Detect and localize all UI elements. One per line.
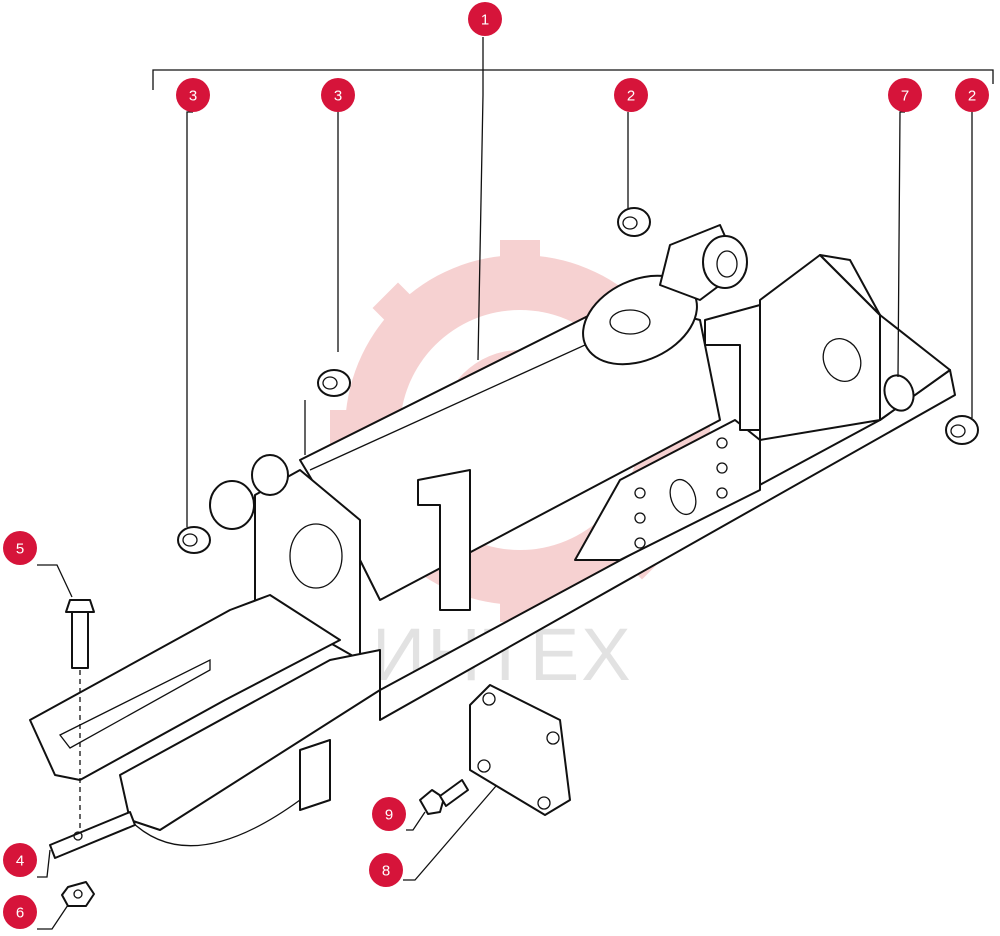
- callout-9-marker: 9: [372, 797, 406, 831]
- callout-label: 1: [481, 12, 489, 29]
- callout-label: 7: [901, 88, 909, 105]
- callout-3-marker: 3: [176, 78, 210, 112]
- callout-label: 2: [968, 88, 976, 105]
- callout-1-marker: 1: [468, 2, 502, 36]
- bolt-part-9: [419, 779, 469, 815]
- callout-label: 2: [627, 88, 635, 105]
- callout-circle: [955, 78, 989, 112]
- assembly-bracket: [152, 69, 994, 90]
- callout-circle: [3, 843, 37, 877]
- nut-part-6: [61, 881, 95, 907]
- main-frame: [209, 224, 956, 721]
- callout-label: 5: [16, 541, 24, 558]
- callout-2-marker: 2: [614, 78, 648, 112]
- fork-arms: [29, 594, 381, 847]
- callout-label: 3: [189, 88, 197, 105]
- bush-part-2b: [945, 415, 979, 445]
- callout-label: 8: [382, 863, 390, 880]
- callout-5-marker: 5: [3, 531, 37, 565]
- bush-part-3b: [317, 369, 351, 397]
- callout-circle: [369, 853, 403, 887]
- callout-7-marker: 7: [888, 78, 922, 112]
- bush-part-3a: [177, 526, 211, 554]
- callout-8-marker: 8: [369, 853, 403, 887]
- callout-circle: [3, 531, 37, 565]
- callout-label: 9: [385, 807, 393, 824]
- callout-label: 4: [16, 853, 24, 870]
- callout-circle: [3, 895, 37, 929]
- plate-part-4: [49, 811, 136, 859]
- bush-part-2a: [617, 207, 651, 237]
- callout-3-marker: 3: [321, 78, 355, 112]
- callout-4-marker: 4: [3, 843, 37, 877]
- callout-circle: [321, 78, 355, 112]
- callout-circle: [468, 2, 502, 36]
- callout-6-marker: 6: [3, 895, 37, 929]
- callout-markers: 1 3 3 2 7 2 5 4 6 9 8: [3, 2, 989, 929]
- callout-circle: [372, 797, 406, 831]
- callout-label: 3: [334, 88, 342, 105]
- callout-circle: [176, 78, 210, 112]
- callout-label: 6: [16, 905, 24, 922]
- callout-2-marker: 2: [955, 78, 989, 112]
- cover-part-8: [469, 684, 571, 816]
- callout-circle: [888, 78, 922, 112]
- callout-circle: [614, 78, 648, 112]
- ring-part-7: [883, 374, 915, 412]
- leader-lines: [37, 37, 973, 930]
- bolt-part-5: [65, 599, 95, 830]
